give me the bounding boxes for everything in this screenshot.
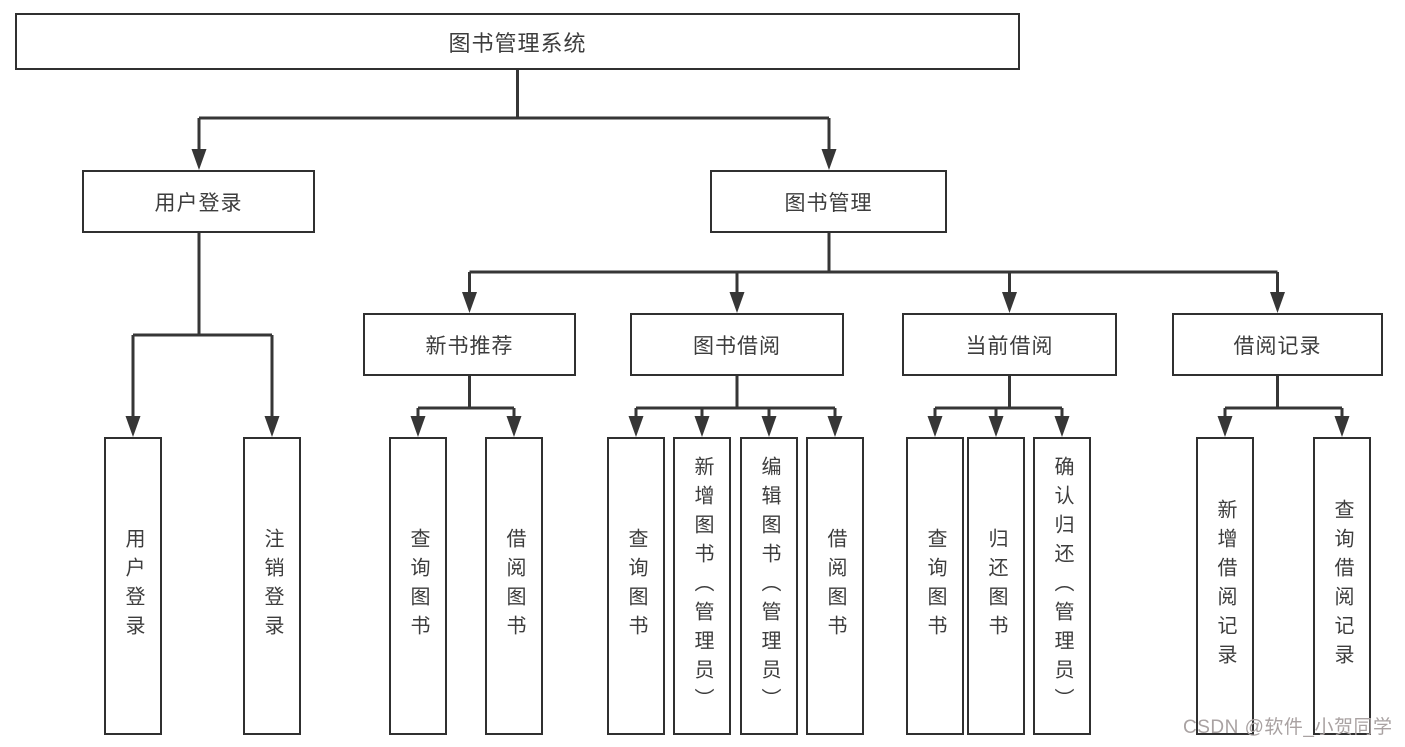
leaf-label: 查询图书: [407, 528, 429, 644]
node-new-book-recommend: 新书推荐: [363, 313, 576, 376]
leaf-borrow-books: 借阅图书: [806, 437, 864, 735]
leaf-return-books: 归还图书: [967, 437, 1025, 735]
node-library-management-system: 图书管理系统: [15, 13, 1020, 70]
leaf-borrow-books-recommend: 借阅图书: [485, 437, 543, 735]
leaf-label: 借阅图书: [824, 528, 846, 644]
leaf-add-borrow-record: 新增借阅记录: [1196, 437, 1254, 735]
leaf-label: 确认归还（管理员）: [1051, 455, 1073, 717]
leaf-label: 借阅图书: [503, 528, 525, 644]
node-book-management: 图书管理: [710, 170, 947, 233]
leaf-edit-book-admin: 编辑图书（管理员）: [740, 437, 798, 735]
leaf-label: 查询图书: [625, 528, 647, 644]
leaf-add-book-admin: 新增图书（管理员）: [673, 437, 731, 735]
node-current-borrowing: 当前借阅: [902, 313, 1117, 376]
leaf-query-borrow-record: 查询借阅记录: [1313, 437, 1371, 735]
leaf-label: 新增借阅记录: [1214, 499, 1236, 673]
leaf-confirm-return-admin: 确认归还（管理员）: [1033, 437, 1091, 735]
leaf-query-books-borrow: 查询图书: [607, 437, 665, 735]
leaf-label: 归还图书: [985, 528, 1007, 644]
node-borrowing-records: 借阅记录: [1172, 313, 1383, 376]
node-user-login: 用户登录: [82, 170, 315, 233]
leaf-query-books-recommend: 查询图书: [389, 437, 447, 735]
csdn-watermark: CSDN @软件_小贺同学: [1183, 717, 1393, 738]
leaf-logout: 注销登录: [243, 437, 301, 735]
leaf-label: 编辑图书（管理员）: [758, 455, 780, 717]
arrowhead-icons: [125, 149, 1350, 437]
leaf-user-login: 用户登录: [104, 437, 162, 735]
connector-lines: [131, 70, 1344, 420]
leaf-label: 新增图书（管理员）: [691, 455, 713, 717]
leaf-label: 注销登录: [261, 528, 283, 644]
node-book-borrowing: 图书借阅: [630, 313, 844, 376]
leaf-label: 查询图书: [924, 528, 946, 644]
leaf-label: 用户登录: [122, 528, 144, 644]
leaf-query-books-current: 查询图书: [906, 437, 964, 735]
leaf-label: 查询借阅记录: [1331, 499, 1353, 673]
